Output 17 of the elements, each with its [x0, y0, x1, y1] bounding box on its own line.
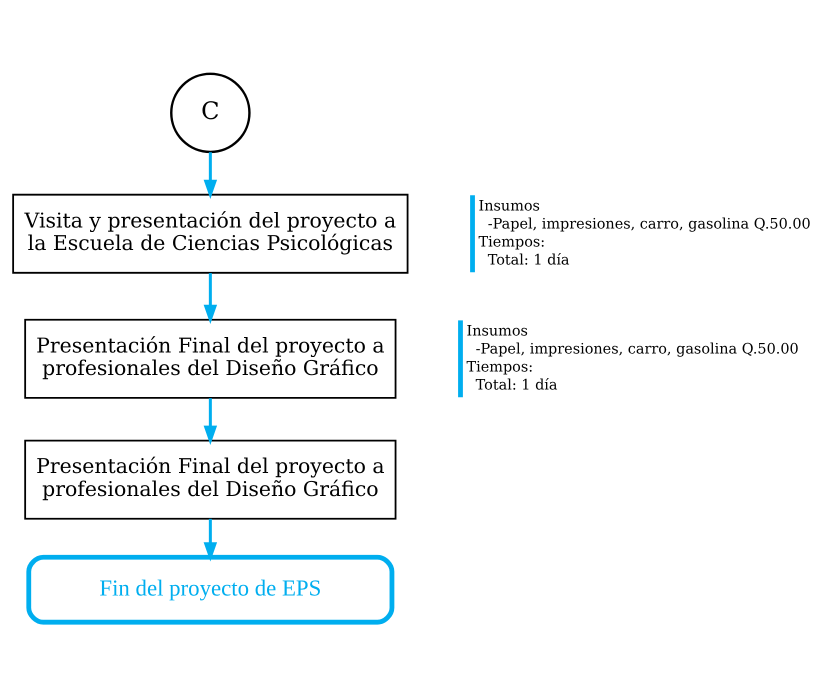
node-label: Tiempos:	[466, 360, 534, 376]
arrow	[204, 398, 218, 445]
node-label: -Papel, impresiones, carro, gasolina Q.50.00	[488, 216, 811, 232]
node-label: Total: 1 día	[488, 252, 570, 269]
node-label: Insumos	[478, 198, 540, 214]
arrow	[204, 273, 218, 324]
node-box: Presentación Final del proyecto a profesionales del Diseño Gráfico	[24, 440, 396, 520]
node-box: Fin del proyecto de EPS	[26, 554, 394, 625]
node-circle: C	[170, 72, 251, 154]
node-label: -Papel, impresiones, carro, gasolina Q.50.00	[476, 342, 799, 358]
node-label: Total: 1 día	[476, 378, 558, 394]
arrow	[204, 152, 218, 200]
node-box: Presentación Final del proyecto a profesionales del Diseño Gráfico	[24, 318, 396, 399]
node-box: Visita y presentación del proyecto a la Escuela de Ciencias Psicológicas	[12, 194, 408, 274]
node-label: Insumos	[466, 323, 528, 340]
arrow	[204, 518, 218, 562]
node-label: Tiempos:	[478, 234, 546, 250]
